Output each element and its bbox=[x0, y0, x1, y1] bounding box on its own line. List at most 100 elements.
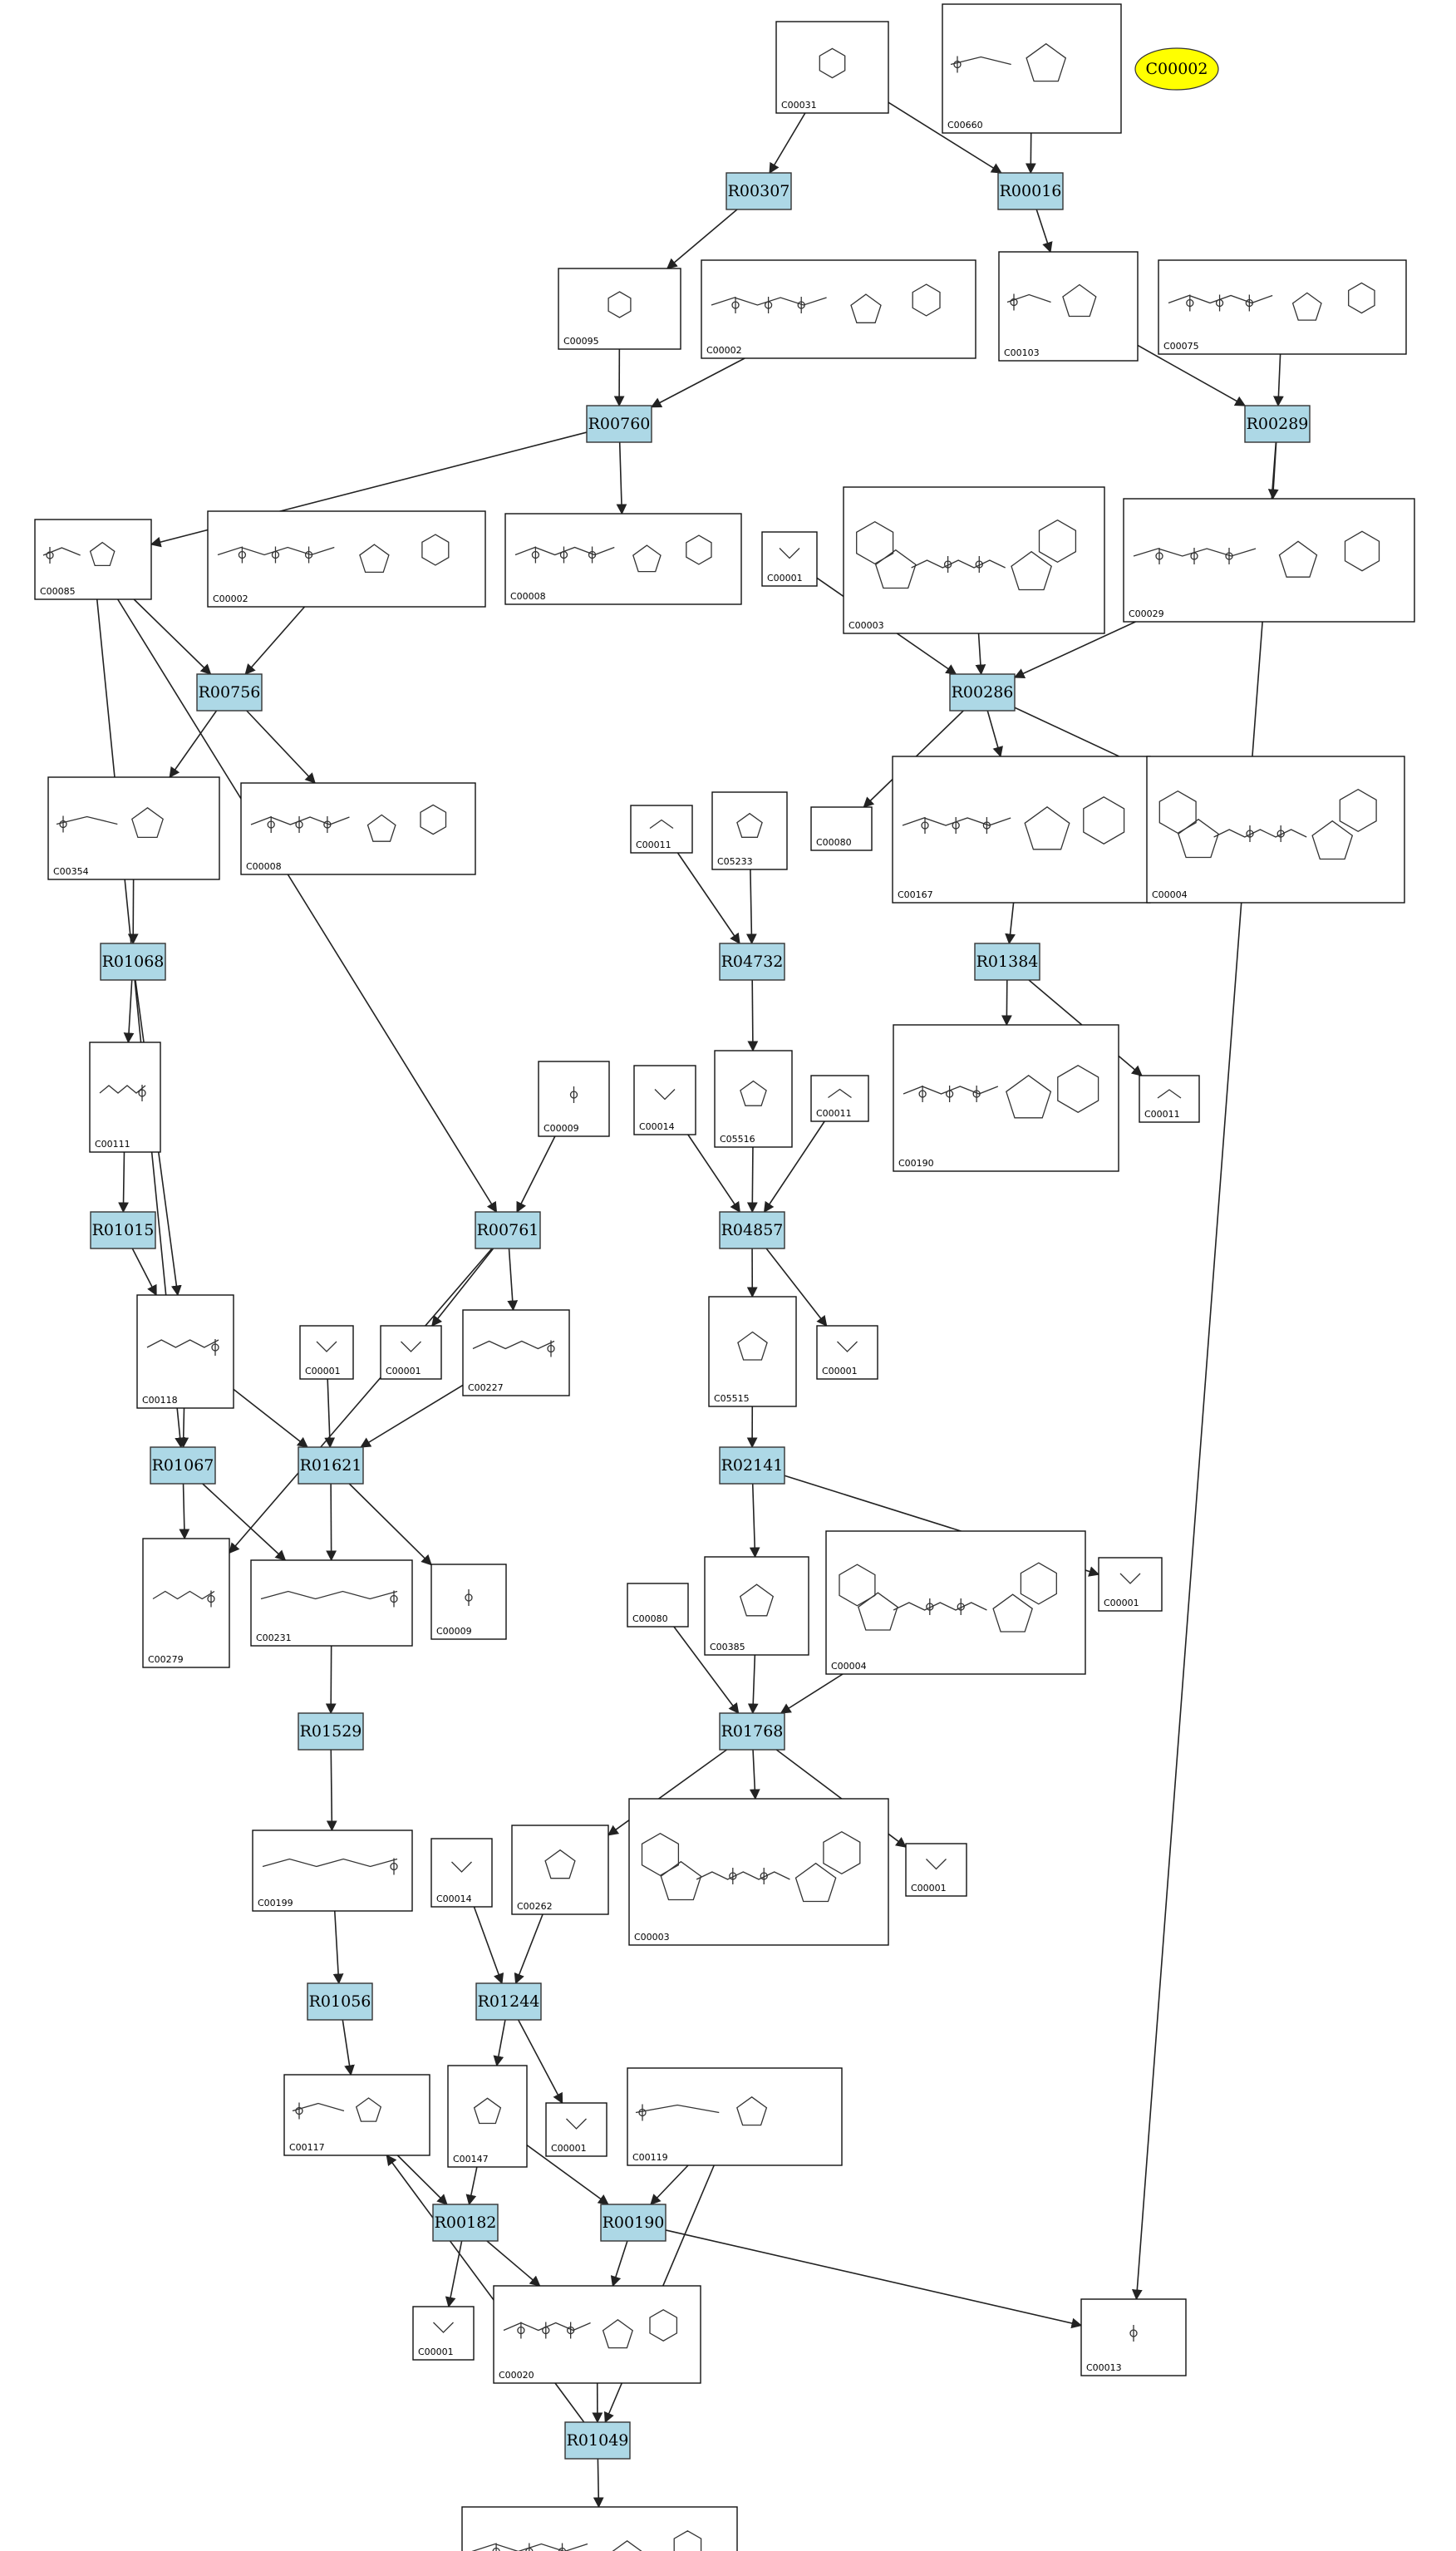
compound-box[interactable] bbox=[627, 1583, 689, 1628]
reaction-box[interactable] bbox=[719, 943, 785, 981]
reaction-node[interactable]: R01244 bbox=[475, 1982, 542, 2021]
reaction-box[interactable] bbox=[150, 1446, 216, 1485]
compound-node[interactable]: C00660 bbox=[942, 3, 1122, 134]
reaction-node[interactable]: R00761 bbox=[475, 1211, 541, 1249]
compound-node[interactable]: C00001 bbox=[1098, 1557, 1163, 1612]
compound-box[interactable] bbox=[704, 1556, 809, 1656]
compound-node[interactable]: C00002 bbox=[461, 2506, 738, 2551]
target-compound[interactable]: C00002 bbox=[1134, 47, 1219, 91]
compound-node[interactable]: C00167 bbox=[892, 756, 1151, 904]
compound-node[interactable]: C00011 bbox=[630, 805, 693, 854]
compound-box[interactable] bbox=[430, 1838, 493, 1908]
compound-node[interactable]: C00009 bbox=[430, 1564, 507, 1640]
reaction-box[interactable] bbox=[298, 1712, 364, 1751]
reaction-node[interactable]: R00286 bbox=[949, 673, 1016, 712]
reaction-box[interactable] bbox=[196, 673, 263, 712]
compound-box[interactable] bbox=[892, 756, 1151, 904]
reaction-node[interactable]: R00307 bbox=[726, 172, 792, 210]
reaction-node[interactable]: R00190 bbox=[600, 2204, 667, 2242]
compound-node[interactable]: C00001 bbox=[545, 2102, 607, 2157]
compound-node[interactable]: C00231 bbox=[250, 1559, 413, 1647]
compound-node[interactable]: C00014 bbox=[633, 1065, 696, 1135]
reaction-box[interactable] bbox=[1244, 405, 1311, 443]
compound-node[interactable]: C00029 bbox=[1123, 498, 1415, 623]
compound-node[interactable]: C00031 bbox=[775, 21, 889, 114]
compound-box[interactable] bbox=[701, 259, 976, 359]
compound-box[interactable] bbox=[714, 1050, 793, 1148]
compound-node[interactable]: C00001 bbox=[412, 2306, 475, 2361]
compound-box[interactable] bbox=[207, 510, 486, 608]
reaction-node[interactable]: R00289 bbox=[1244, 405, 1311, 443]
compound-box[interactable] bbox=[711, 791, 788, 870]
reaction-node[interactable]: R01049 bbox=[564, 2421, 631, 2460]
compound-box[interactable] bbox=[905, 1843, 967, 1897]
compound-box[interactable] bbox=[893, 1024, 1119, 1172]
compound-node[interactable]: C00020 bbox=[493, 2285, 701, 2384]
compound-node[interactable]: C00008 bbox=[504, 513, 742, 605]
compound-box[interactable] bbox=[810, 806, 873, 851]
compound-box[interactable] bbox=[136, 1294, 234, 1409]
compound-box[interactable] bbox=[1123, 498, 1415, 623]
compound-node[interactable]: C00003 bbox=[628, 1798, 889, 1946]
compound-node[interactable]: C00004 bbox=[825, 1530, 1086, 1675]
reaction-box[interactable] bbox=[949, 673, 1016, 712]
compound-node[interactable]: C00262 bbox=[511, 1825, 609, 1915]
compound-box[interactable] bbox=[545, 2102, 607, 2157]
reaction-node[interactable]: R04732 bbox=[719, 943, 785, 981]
compound-box[interactable] bbox=[843, 486, 1105, 634]
compound-node[interactable]: C00001 bbox=[299, 1325, 354, 1380]
compound-node[interactable]: C00385 bbox=[704, 1556, 809, 1656]
reaction-node[interactable]: R00756 bbox=[196, 673, 263, 712]
compound-box[interactable] bbox=[628, 1798, 889, 1946]
compound-node[interactable]: C00103 bbox=[998, 251, 1139, 362]
compound-box[interactable] bbox=[250, 1559, 413, 1647]
compound-box[interactable] bbox=[283, 2074, 430, 2156]
reaction-node[interactable]: R01768 bbox=[719, 1712, 785, 1751]
compound-node[interactable]: C00001 bbox=[380, 1325, 442, 1380]
compound-node[interactable]: C00002 bbox=[207, 510, 486, 608]
compound-box[interactable] bbox=[633, 1065, 696, 1135]
reaction-box[interactable] bbox=[307, 1982, 373, 2021]
compound-node[interactable]: C00001 bbox=[761, 531, 818, 587]
reaction-box[interactable] bbox=[726, 172, 792, 210]
compound-node[interactable]: C00095 bbox=[558, 268, 681, 350]
compound-node[interactable]: C00085 bbox=[34, 519, 152, 600]
compound-box[interactable] bbox=[412, 2306, 475, 2361]
compound-box[interactable] bbox=[627, 2067, 843, 2166]
reaction-box[interactable] bbox=[432, 2204, 499, 2242]
compound-node[interactable]: C00080 bbox=[627, 1583, 689, 1628]
reaction-node[interactable]: R00760 bbox=[586, 405, 652, 443]
compound-node[interactable]: C00013 bbox=[1080, 2298, 1187, 2376]
reaction-box[interactable] bbox=[600, 2204, 667, 2242]
compound-node[interactable]: C00117 bbox=[283, 2074, 430, 2156]
reaction-node[interactable]: R00016 bbox=[997, 172, 1064, 210]
compound-box[interactable] bbox=[708, 1296, 797, 1407]
compound-box[interactable] bbox=[1139, 1075, 1200, 1123]
reaction-box[interactable] bbox=[100, 943, 166, 981]
reaction-box[interactable] bbox=[475, 1982, 542, 2021]
compound-box[interactable] bbox=[1146, 756, 1405, 904]
compound-box[interactable] bbox=[942, 3, 1122, 134]
compound-node[interactable]: C05515 bbox=[708, 1296, 797, 1407]
compound-node[interactable]: C05516 bbox=[714, 1050, 793, 1148]
target-ellipse[interactable] bbox=[1134, 47, 1219, 91]
compound-node[interactable]: C05233 bbox=[711, 791, 788, 870]
reaction-box[interactable] bbox=[974, 943, 1040, 981]
reaction-box[interactable] bbox=[719, 1712, 785, 1751]
compound-box[interactable] bbox=[775, 21, 889, 114]
reaction-node[interactable]: R01068 bbox=[100, 943, 166, 981]
compound-box[interactable] bbox=[47, 776, 220, 880]
compound-node[interactable]: C00003 bbox=[843, 486, 1105, 634]
compound-box[interactable] bbox=[998, 251, 1139, 362]
compound-node[interactable]: C00011 bbox=[1139, 1075, 1200, 1123]
compound-node[interactable]: C00014 bbox=[430, 1838, 493, 1908]
compound-box[interactable] bbox=[240, 782, 476, 875]
reaction-node[interactable]: R01384 bbox=[974, 943, 1040, 981]
reaction-box[interactable] bbox=[719, 1211, 785, 1249]
reaction-node[interactable]: R04857 bbox=[719, 1211, 785, 1249]
compound-node[interactable]: C00008 bbox=[240, 782, 476, 875]
compound-box[interactable] bbox=[447, 2065, 528, 2168]
compound-box[interactable] bbox=[493, 2285, 701, 2384]
compound-box[interactable] bbox=[462, 1309, 570, 1396]
compound-node[interactable]: C00227 bbox=[462, 1309, 570, 1396]
